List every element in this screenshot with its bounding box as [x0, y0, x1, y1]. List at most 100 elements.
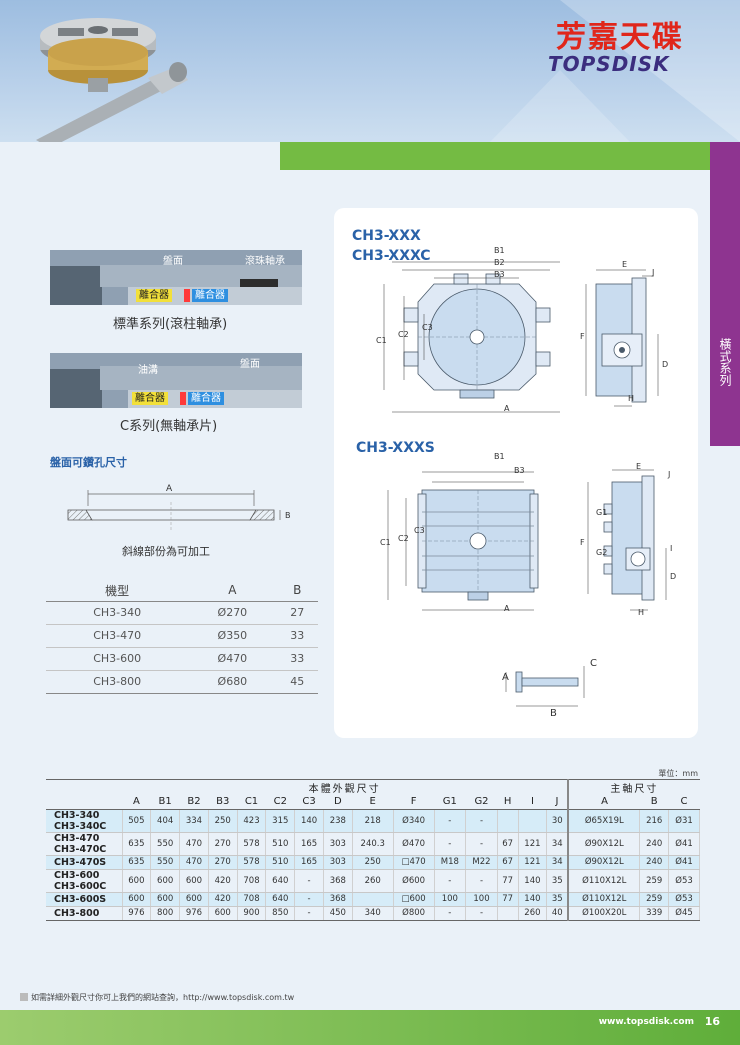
- dim-g1: G1: [596, 508, 608, 517]
- value-cell: 505: [122, 809, 152, 833]
- column-header: G1: [434, 795, 466, 810]
- dim-d: D: [662, 360, 669, 369]
- value-cell: 40: [546, 906, 570, 921]
- dim-c3-s: C3: [414, 526, 425, 535]
- value-cell: [518, 809, 548, 833]
- clutch-label-1: 離合器: [136, 289, 172, 302]
- footer-note-text: 如需詳細外觀尺寸你可上我們的網站查詢，http://www.topsdisk.c…: [31, 993, 295, 1002]
- spec-cell: Ø470: [188, 647, 277, 671]
- spindle-cell: 240: [639, 855, 670, 870]
- value-cell: 334: [179, 809, 209, 833]
- value-cell: 35: [546, 892, 570, 907]
- drill-note: 斜線部份為可加工: [122, 545, 210, 558]
- drill-diagram: [67, 490, 281, 530]
- page-number: 16: [704, 1015, 720, 1028]
- value-cell: -: [294, 906, 324, 921]
- shaft-dim-c: C: [590, 658, 597, 669]
- spec-cell: CH3-470: [46, 624, 189, 648]
- clutch-divider: [184, 289, 190, 302]
- value-cell: -: [294, 869, 324, 893]
- dim-c3: C3: [422, 323, 433, 332]
- column-header-spindle: B: [639, 795, 669, 810]
- shaft-dim-a: A: [502, 672, 509, 683]
- clutch-label-c1: 離合器: [132, 392, 168, 405]
- table-group-header: 本體外觀尺寸 主軸尺寸: [46, 779, 700, 795]
- model-name-variant: CH3-470C: [54, 843, 107, 855]
- column-header-model: [46, 795, 122, 810]
- model-name-variant: CH3-340C: [54, 820, 107, 832]
- value-cell: 550: [150, 832, 181, 856]
- footer-bar: [0, 1010, 740, 1045]
- spindle-cell: Ø90X12L: [568, 832, 641, 856]
- label-plate: 盤面: [163, 256, 183, 267]
- value-cell: 600: [208, 906, 238, 921]
- model-name: CH3-800: [54, 907, 100, 919]
- value-cell: 218: [352, 809, 394, 833]
- value-cell: 600: [179, 869, 209, 893]
- dim-e: E: [622, 260, 628, 269]
- value-cell: 315: [265, 809, 296, 833]
- value-cell: 640: [265, 892, 296, 907]
- spec-cell: 33: [276, 647, 318, 671]
- model-name: CH3-470: [54, 832, 100, 844]
- value-cell: 470: [179, 855, 209, 870]
- spindle-cell: 259: [639, 892, 670, 907]
- value-cell: 850: [265, 906, 296, 921]
- dim-c1-s: C1: [380, 538, 391, 547]
- dim-b2: B2: [494, 258, 505, 267]
- value-cell: 450: [323, 906, 353, 921]
- spindle-cell: Ø31: [668, 809, 700, 833]
- side-view-drawing-1: [585, 269, 659, 407]
- value-cell: 260: [518, 906, 548, 921]
- spec-cell: 45: [276, 670, 318, 694]
- value-cell: 30: [546, 809, 570, 833]
- dim-f: F: [580, 332, 585, 341]
- value-cell: -: [465, 809, 498, 833]
- value-cell: Ø470: [393, 832, 435, 856]
- value-cell: 165: [294, 832, 324, 856]
- value-cell: 470: [179, 832, 209, 856]
- value-cell: 368: [323, 869, 353, 893]
- green-accent-bar: [280, 142, 710, 170]
- value-cell: 420: [208, 892, 238, 907]
- value-cell: 67: [497, 855, 519, 870]
- dim-c2: C2: [398, 330, 409, 339]
- value-cell: 121: [518, 855, 548, 870]
- column-header: E: [352, 795, 394, 810]
- spindle-cell: 259: [639, 869, 670, 893]
- value-cell: 404: [150, 809, 181, 833]
- dim-d-s: D: [670, 572, 677, 581]
- spec-cell: 33: [276, 624, 318, 648]
- clutch-label-c2: 離合器: [188, 392, 224, 405]
- dim-b1-s: B1: [494, 452, 505, 461]
- spindle-cell: Ø53: [668, 869, 700, 893]
- spec-cell: Ø350: [188, 624, 277, 648]
- value-cell: 976: [179, 906, 209, 921]
- value-cell: 303: [323, 855, 353, 870]
- footer-url[interactable]: www.topsdisk.com: [598, 1017, 694, 1027]
- column-header: J: [546, 795, 570, 810]
- group-header-spindle: 主軸尺寸: [568, 779, 700, 795]
- value-cell: 600: [150, 892, 181, 907]
- drawing-title-1: CH3-XXX: [352, 228, 421, 244]
- dim-h-s: H: [638, 608, 645, 617]
- dim-f-s: F: [580, 538, 585, 547]
- value-cell: □470: [393, 855, 435, 870]
- label-oil-groove: 油溝: [138, 365, 158, 376]
- table-row: CH3-340 Ø270 27: [46, 601, 318, 625]
- drawings-card: CH3-XXX CH3-XXXC CH3-XXXS B1 B2 B: [334, 208, 698, 738]
- column-header: B3: [208, 795, 238, 810]
- dim-j-s: J: [668, 470, 671, 479]
- value-cell: 100: [465, 892, 498, 907]
- roller-bearing-shape: [240, 279, 278, 287]
- value-cell: [352, 892, 394, 907]
- dim-e-s: E: [636, 462, 642, 471]
- value-cell: -: [465, 832, 498, 856]
- value-cell: Ø800: [393, 906, 435, 921]
